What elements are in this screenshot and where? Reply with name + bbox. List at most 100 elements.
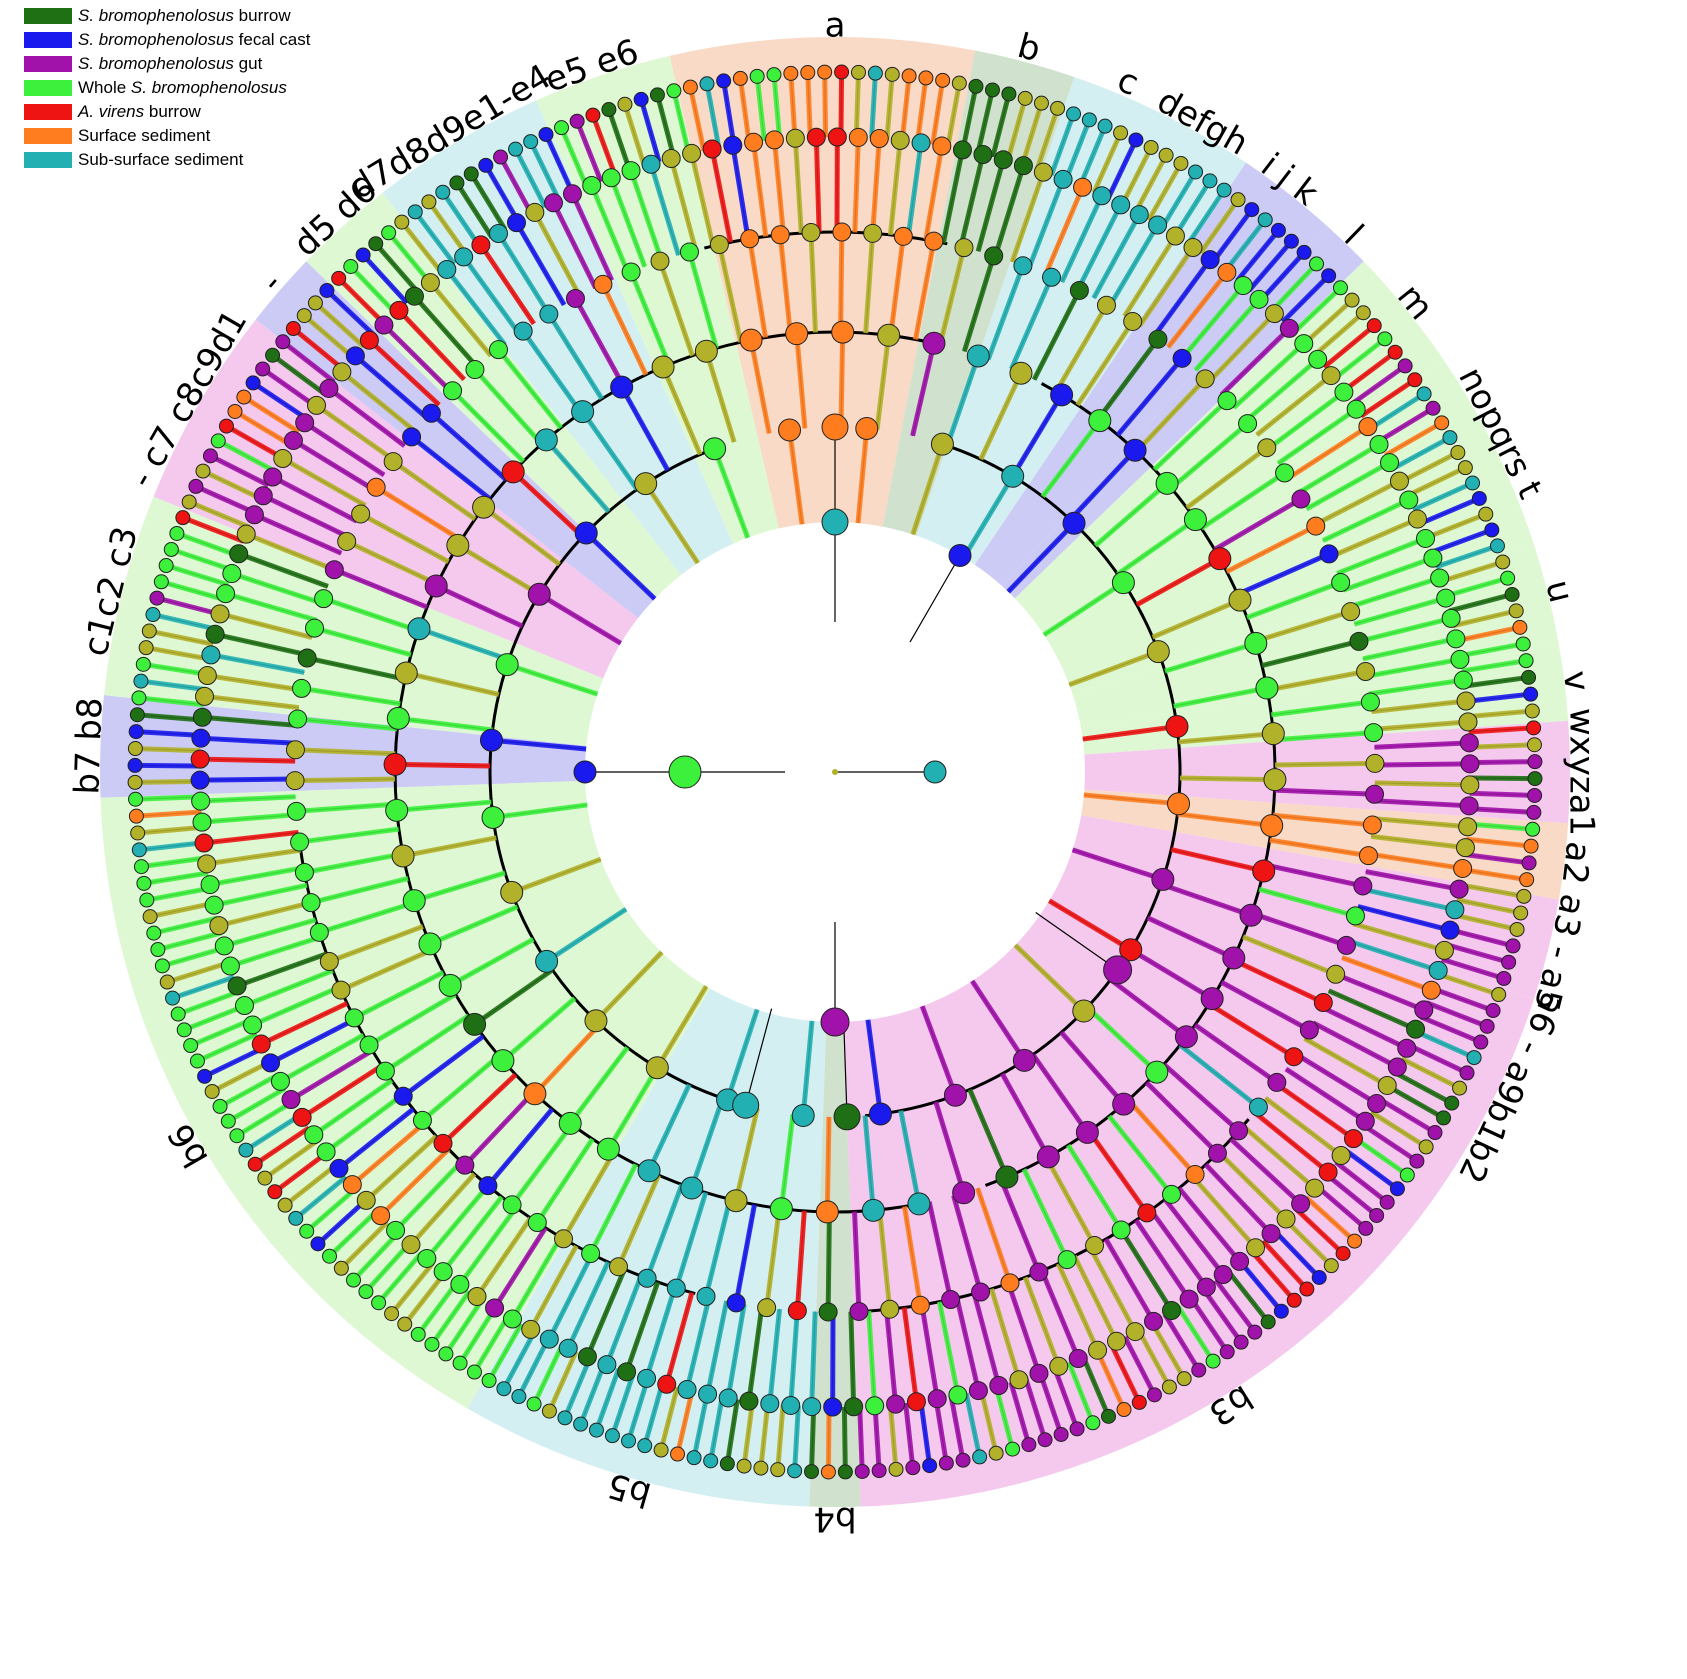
branch-colour	[1302, 298, 1354, 346]
branch-colour	[217, 438, 277, 474]
node	[277, 1197, 293, 1213]
branch-colour	[1177, 811, 1273, 829]
branch-colour	[1149, 1321, 1187, 1380]
branch-colour	[206, 847, 302, 867]
branch-colour	[469, 172, 508, 231]
branch-colour	[958, 153, 986, 248]
branch-colour	[787, 429, 805, 525]
node	[1238, 414, 1258, 434]
branch-colour	[1119, 1228, 1174, 1312]
branch-colour	[1467, 821, 1533, 832]
node	[478, 1176, 498, 1196]
node	[1515, 636, 1531, 652]
node	[854, 1463, 870, 1479]
node	[1205, 1353, 1221, 1369]
branch-colour	[292, 438, 376, 493]
node	[329, 1158, 349, 1178]
branch-colour	[441, 1072, 518, 1146]
branch-colour	[337, 1107, 415, 1171]
node	[1460, 775, 1480, 795]
node	[1111, 1220, 1131, 1240]
branch-colour	[691, 1393, 710, 1459]
node	[1346, 399, 1366, 419]
branch-colour	[1468, 725, 1534, 735]
branch-colour	[1172, 179, 1213, 238]
branch-colour	[1334, 1160, 1389, 1205]
node	[1113, 125, 1129, 141]
node	[1527, 771, 1543, 787]
node	[968, 78, 984, 94]
node	[1257, 212, 1273, 228]
branch-colour	[137, 824, 203, 836]
branch-colour	[1312, 1020, 1399, 1070]
branch-colour	[303, 420, 386, 478]
branch-colour	[491, 737, 587, 752]
node	[253, 486, 273, 506]
branch-colour	[1398, 450, 1459, 485]
node	[653, 1442, 669, 1458]
branch-colour	[1261, 638, 1360, 668]
node	[204, 1083, 220, 1099]
branch-colour	[364, 1134, 439, 1203]
branch-colour	[1000, 1072, 1051, 1159]
branch-colour	[1385, 1083, 1445, 1121]
branch-colour	[1201, 1287, 1244, 1344]
branch-colour	[492, 1226, 548, 1310]
branch-colour	[353, 970, 445, 1021]
node	[1174, 1025, 1198, 1049]
node	[815, 1200, 839, 1224]
branch-colour	[235, 1099, 294, 1138]
node	[1344, 292, 1360, 308]
node	[850, 64, 866, 80]
node	[837, 1464, 853, 1480]
node	[574, 521, 598, 545]
branch-colour	[170, 547, 234, 573]
branch-colour	[359, 511, 450, 564]
branch-colour	[289, 1048, 374, 1102]
branch-colour	[1219, 326, 1292, 397]
branch-colour	[384, 1013, 471, 1074]
branch-colour	[244, 1112, 302, 1153]
branch-colour	[441, 1195, 504, 1274]
branch-colour	[245, 531, 336, 573]
node	[844, 1397, 864, 1417]
node	[682, 143, 702, 163]
node	[995, 1165, 1019, 1189]
branch-colour	[325, 288, 376, 338]
node	[491, 1049, 515, 1073]
branch-colour	[463, 1090, 536, 1167]
branch-colour	[535, 1137, 595, 1224]
branch-colour	[135, 762, 201, 769]
branch-colour	[733, 1204, 757, 1304]
branch-colour	[792, 1405, 801, 1471]
node	[1033, 162, 1053, 182]
node	[1062, 511, 1086, 535]
node	[744, 132, 764, 152]
node	[1230, 1251, 1250, 1271]
branch-colour	[1009, 171, 1046, 263]
branch-colour	[203, 1045, 265, 1079]
node	[988, 1445, 1004, 1461]
node	[1446, 629, 1466, 649]
node	[804, 1464, 820, 1480]
node	[670, 1446, 686, 1462]
branch-colour	[648, 163, 681, 256]
branch-colour	[426, 200, 469, 257]
branch-colour	[327, 1209, 379, 1259]
branch-colour	[194, 484, 257, 516]
node	[641, 154, 661, 174]
branch-colour	[1274, 1081, 1355, 1141]
node	[668, 755, 702, 789]
branch-colour	[884, 1309, 899, 1405]
node	[1369, 434, 1389, 454]
node	[861, 1198, 885, 1222]
branch-colour	[673, 1191, 709, 1289]
branch-colour	[1258, 250, 1306, 303]
branch-colour	[1465, 691, 1531, 704]
node	[716, 73, 732, 89]
node	[554, 1229, 574, 1249]
node	[191, 791, 211, 811]
branch-colour	[584, 531, 657, 601]
